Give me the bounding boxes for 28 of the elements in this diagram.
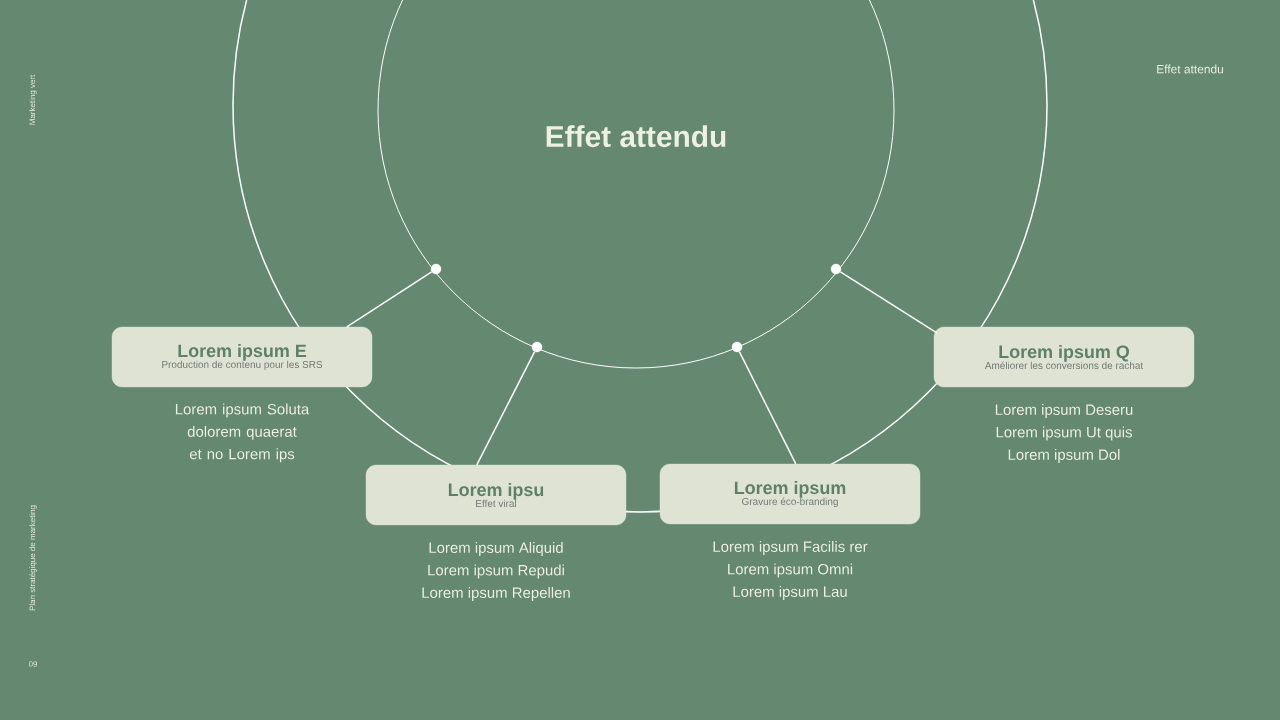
body-text: Lorem ipsum Dol bbox=[1008, 449, 1120, 463]
body-text: Lorem ipsum Repudi bbox=[428, 564, 564, 579]
rounded-box bbox=[111, 326, 373, 388]
rounded-box bbox=[933, 326, 1195, 388]
rounded-box bbox=[659, 463, 921, 525]
box-title: Lorem ipsum E bbox=[178, 344, 307, 361]
connector-line bbox=[738, 350, 797, 465]
body-text: Lorem ipsum Repellen bbox=[422, 587, 570, 601]
body-text: Lorem ipsum Lau bbox=[733, 586, 847, 600]
central-title: Effet attendu bbox=[546, 125, 726, 148]
box-title: Lorem ipsum Q bbox=[999, 344, 1129, 362]
box-title: Lorem ipsum bbox=[734, 481, 846, 498]
box-subtitle: Gravure éco-branding bbox=[742, 497, 838, 507]
body-text: Lorem ipsum Omni bbox=[728, 563, 853, 578]
box-subtitle: Effet viral bbox=[476, 499, 516, 507]
connector-line bbox=[839, 271, 938, 334]
box-title: Lorem ipsu bbox=[448, 482, 544, 500]
body-text: Lorem ipsum Ut quis bbox=[996, 426, 1132, 441]
side-label: Effet attendu bbox=[1157, 64, 1223, 74]
rounded-box bbox=[365, 464, 627, 526]
connector-line bbox=[476, 350, 536, 466]
body-text: Lorem ipsum Soluta dolorem quaerat et no Lorem ips bbox=[175, 403, 310, 463]
box-subtitle: Améliorer les conversions de rachat bbox=[984, 361, 1144, 369]
body-text: Lorem ipsum Facilis rer bbox=[713, 541, 868, 555]
box-subtitle: Production de contenu pour les SRS bbox=[162, 360, 323, 370]
connector-line bbox=[346, 271, 433, 328]
body-text: Lorem ipsum Deseru bbox=[995, 404, 1133, 418]
body-text: Lorem ipsum Aliquid bbox=[429, 542, 563, 556]
